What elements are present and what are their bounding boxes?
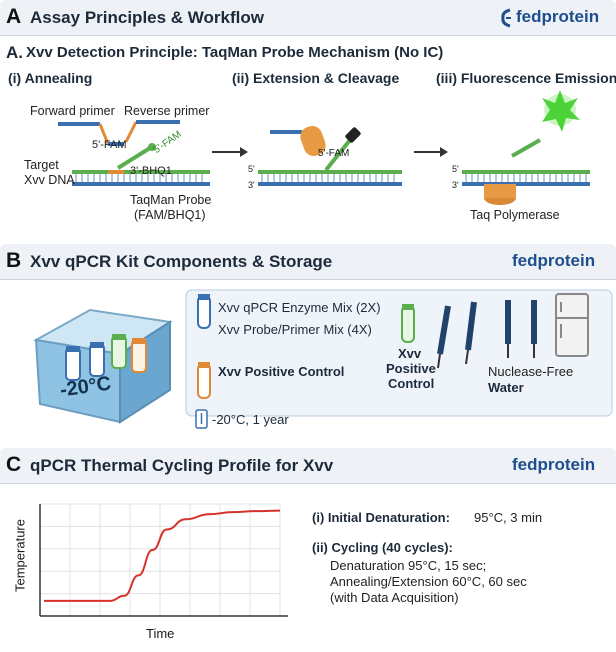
enzyme-mix-label: Xvv qPCR Enzyme Mix (2X) [218,300,381,315]
enzyme-tube-icon [197,295,211,329]
strand-5-end-3: 5' [452,164,459,174]
reverse-primer-label: Reverse primer [124,104,210,118]
water-line-1: Nuclease-Free [488,364,574,379]
panel-thermal-cycling: C qPCR Thermal Cycling Profile for Xvv f… [0,448,616,652]
taqman-mechanism-diagram [58,90,590,205]
fam-cleaved-label: 5'-FAM [318,148,350,159]
panel-b-logo: fedprotein [512,251,596,270]
pipette-icon [437,305,451,355]
target-label-2: Xvv DNA [24,173,75,187]
principle-subtitle: Xvv Detection Principle: TaqMan Probe Me… [26,44,444,61]
x-axis-label: Time [146,626,175,641]
y-axis-label: Temperature [12,519,28,592]
step-initial-label: (i) Initial Denaturation: [312,510,450,525]
target-dna-rungs-2 [261,174,395,182]
tube-blue-icon [65,347,81,381]
cleaved-probe [324,138,352,172]
step-cycling-label: (ii) Cycling (40 cycles): [312,540,453,555]
pc-line-1: Xvv [398,346,422,361]
reverse-primer-link [124,121,138,143]
probe-label-1: TaqMan Probe [130,193,212,207]
panel-a-letter: A [6,5,22,28]
pc-line-2: Positive [386,361,436,376]
arrow-right-icon [240,147,248,157]
target-dna-rungs [75,174,203,182]
probe-primer-mix-label: Xvv Probe/Primer Mix (4X) [218,322,372,337]
fluorescence-burst-icon [542,90,580,132]
strand-3-end-3: 3' [452,180,459,190]
cycling-line-3: (with Data Acquisition) [330,590,459,605]
temperature-curve [43,509,281,602]
panel-kit-components: B Xvv qPCR Kit Components & Storage fedp… [0,244,616,440]
cycling-line-2: Annealing/Extension 60°C, 60 sec [330,574,527,589]
panel-a-logo: fedprotein [516,7,600,26]
forward-primer-label: Forward primer [30,104,115,118]
pc-line-3: Control [388,376,435,391]
fam-label: 5'-FAM [92,139,127,151]
step-initial-value: 95°C, 3 min [474,510,543,525]
strand-5-end: 5' [248,164,255,174]
arrow-right-icon [440,147,448,157]
panel-c-title: qPCR Thermal Cycling Profile for Xvv [30,456,334,475]
positive-control-tube-icon [197,363,211,399]
panel-c-header: C qPCR Thermal Cycling Profile for Xvv f… [0,448,616,484]
tube-blue-icon [89,343,105,377]
taq-polymerase-label: Taq Polymerase [470,208,560,222]
tube-green-icon [111,335,127,369]
thermal-profile-chart [39,503,288,617]
quencher-icon [345,127,361,143]
strand-3-end: 3' [248,180,255,190]
step-annealing: (i) Annealing [8,70,93,86]
target-dna-rungs-3 [465,174,587,182]
panel-a-header: A Assay Principles & Workflow fedprotein [0,0,616,36]
fam-dot-icon [148,143,156,151]
chart-grid [40,503,281,616]
taq-polymerase-icon [484,184,516,198]
cycling-line-1: Denaturation 95°C, 15 sec; [330,558,487,573]
step-extension: (ii) Extension & Cleavage [232,70,400,86]
pipette-icon [465,301,477,351]
panel-b-header: B Xvv qPCR Kit Components & Storage fedp… [0,244,616,280]
panel-a-title: Assay Principles & Workflow [30,8,264,27]
taq-polymerase-icon [300,125,326,157]
step-fluorescence: (iii) Fluorescence Emission [436,70,616,86]
panel-b-title: Xvv qPCR Kit Components & Storage [30,252,333,271]
fedprotein-logo-icon [500,8,512,28]
probe-strand [116,146,152,170]
positive-control-label: Xvv Positive Control [218,364,345,379]
positive-control-vial-icon [401,305,415,343]
panel-assay-principles: A Assay Principles & Workflow fedprotein… [0,0,616,236]
kit-illustration [33,289,613,429]
storage-label: -20°C, 1 year [212,412,289,427]
panel-c-letter: C [6,453,22,476]
tube-orange-icon [131,339,147,373]
released-fam-strand [511,138,541,158]
freezer-icon [555,293,589,357]
probe-label-2: (FAM/BHQ1) [134,208,206,222]
bhq-label: 3'-BHQ1 [130,165,172,177]
target-label-1: Target [24,158,59,172]
water-line-2: Water [488,380,524,395]
forward-primer-link [98,123,110,145]
panel-c-logo: fedprotein [512,455,596,474]
principle-letter: A. [6,43,23,62]
panel-b-letter: B [6,249,22,272]
